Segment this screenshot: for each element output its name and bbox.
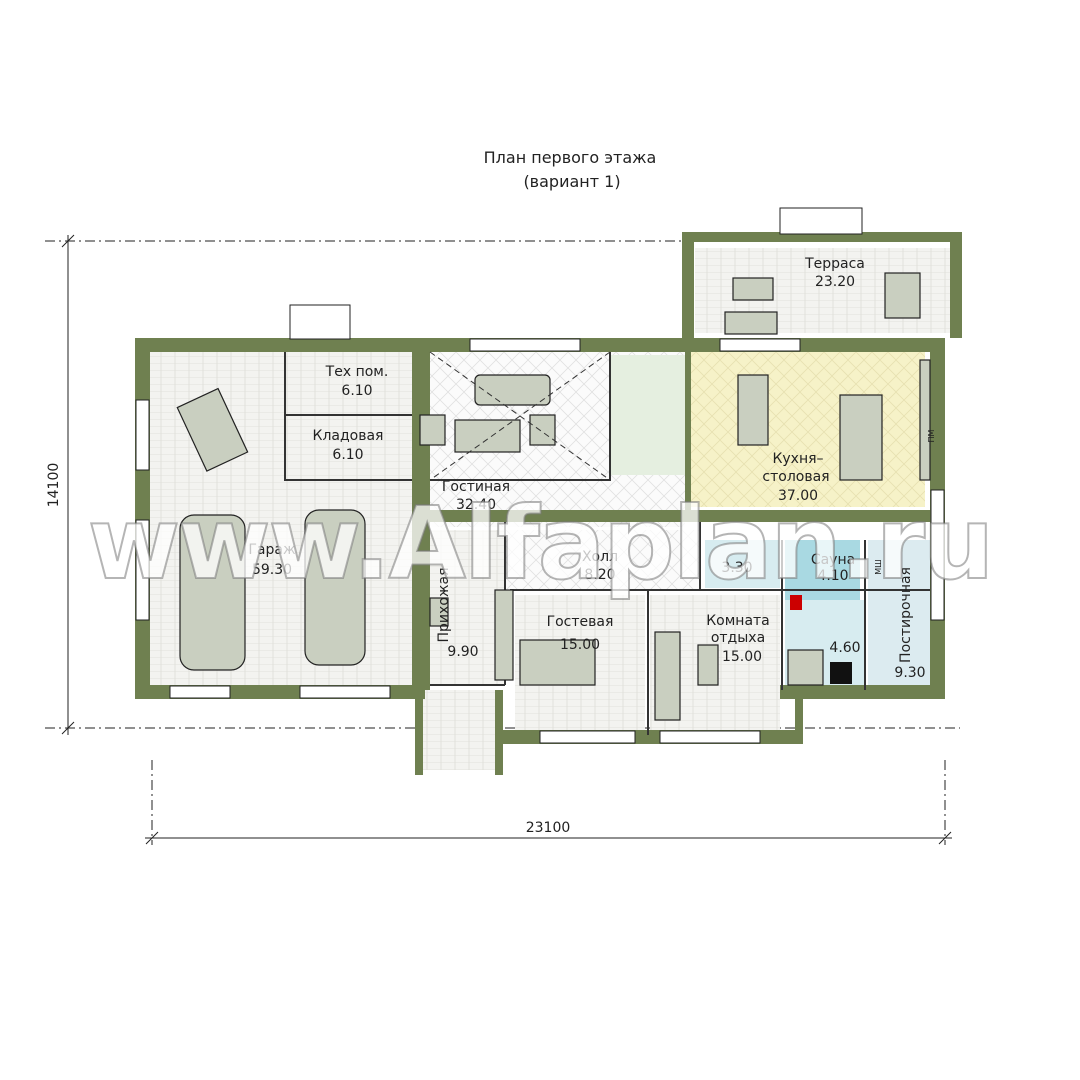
hall-name: Холл	[582, 549, 618, 565]
watermark: www.Alfaplan.ru	[88, 485, 992, 602]
storage-area: 6.10	[332, 447, 363, 463]
bath-area: 3.30	[721, 560, 752, 576]
laundry-name: Постирочная	[898, 567, 914, 663]
living-area: 32.40	[456, 497, 496, 513]
garage-name: Гараж	[248, 542, 296, 558]
storage-name: Кладовая	[313, 428, 384, 444]
walls	[135, 207, 962, 775]
plan-title: План первого этажа	[484, 148, 657, 167]
hall-floor	[505, 530, 700, 590]
kitchen-name: Кухня–	[772, 451, 823, 467]
width-dimension: 23100	[526, 820, 571, 836]
plan-subtitle: (вариант 1)	[523, 172, 620, 191]
kitchen-floor	[685, 352, 925, 507]
kitchen-area: 37.00	[778, 488, 818, 504]
entry-area: 9.90	[447, 644, 478, 660]
tech-room-area: 6.10	[341, 383, 372, 399]
washer-label: МШ	[874, 559, 883, 574]
hall-area: 8.20	[584, 567, 615, 583]
guest-name: Гостевая	[547, 614, 614, 630]
tech-room-name: Тех пом.	[325, 364, 389, 380]
entry-name: Прихожая	[436, 568, 452, 643]
sauna-name: Сауна	[811, 552, 855, 568]
bath-floor	[705, 540, 780, 588]
storage-floor	[288, 418, 410, 475]
living-name: Гостиная	[442, 479, 510, 495]
tech-room-floor	[288, 355, 410, 413]
laundry-area: 9.30	[894, 665, 925, 681]
terrace-area: 23.20	[815, 274, 855, 290]
kitchen-name-2: столовая	[762, 469, 829, 485]
rest-area: 15.00	[722, 649, 762, 665]
shower-area: 4.60	[829, 640, 860, 656]
sauna-area: 4.10	[817, 568, 848, 584]
terrace-name: Терраса	[804, 256, 865, 272]
room-labels: Тех пом. 6.10 Кладовая 6.10 Гостиная 32.…	[248, 256, 936, 681]
porch-floor	[420, 690, 498, 770]
rest-name: Комната	[706, 613, 770, 629]
furniture	[176, 272, 931, 721]
dishwasher-label: ПМ	[927, 429, 936, 442]
height-dimension: 14100	[46, 463, 62, 508]
stair-floor	[610, 355, 685, 475]
garage-area: 59.30	[252, 562, 292, 578]
rest-name-2: отдыха	[711, 630, 765, 646]
guest-area: 15.00	[560, 637, 600, 653]
